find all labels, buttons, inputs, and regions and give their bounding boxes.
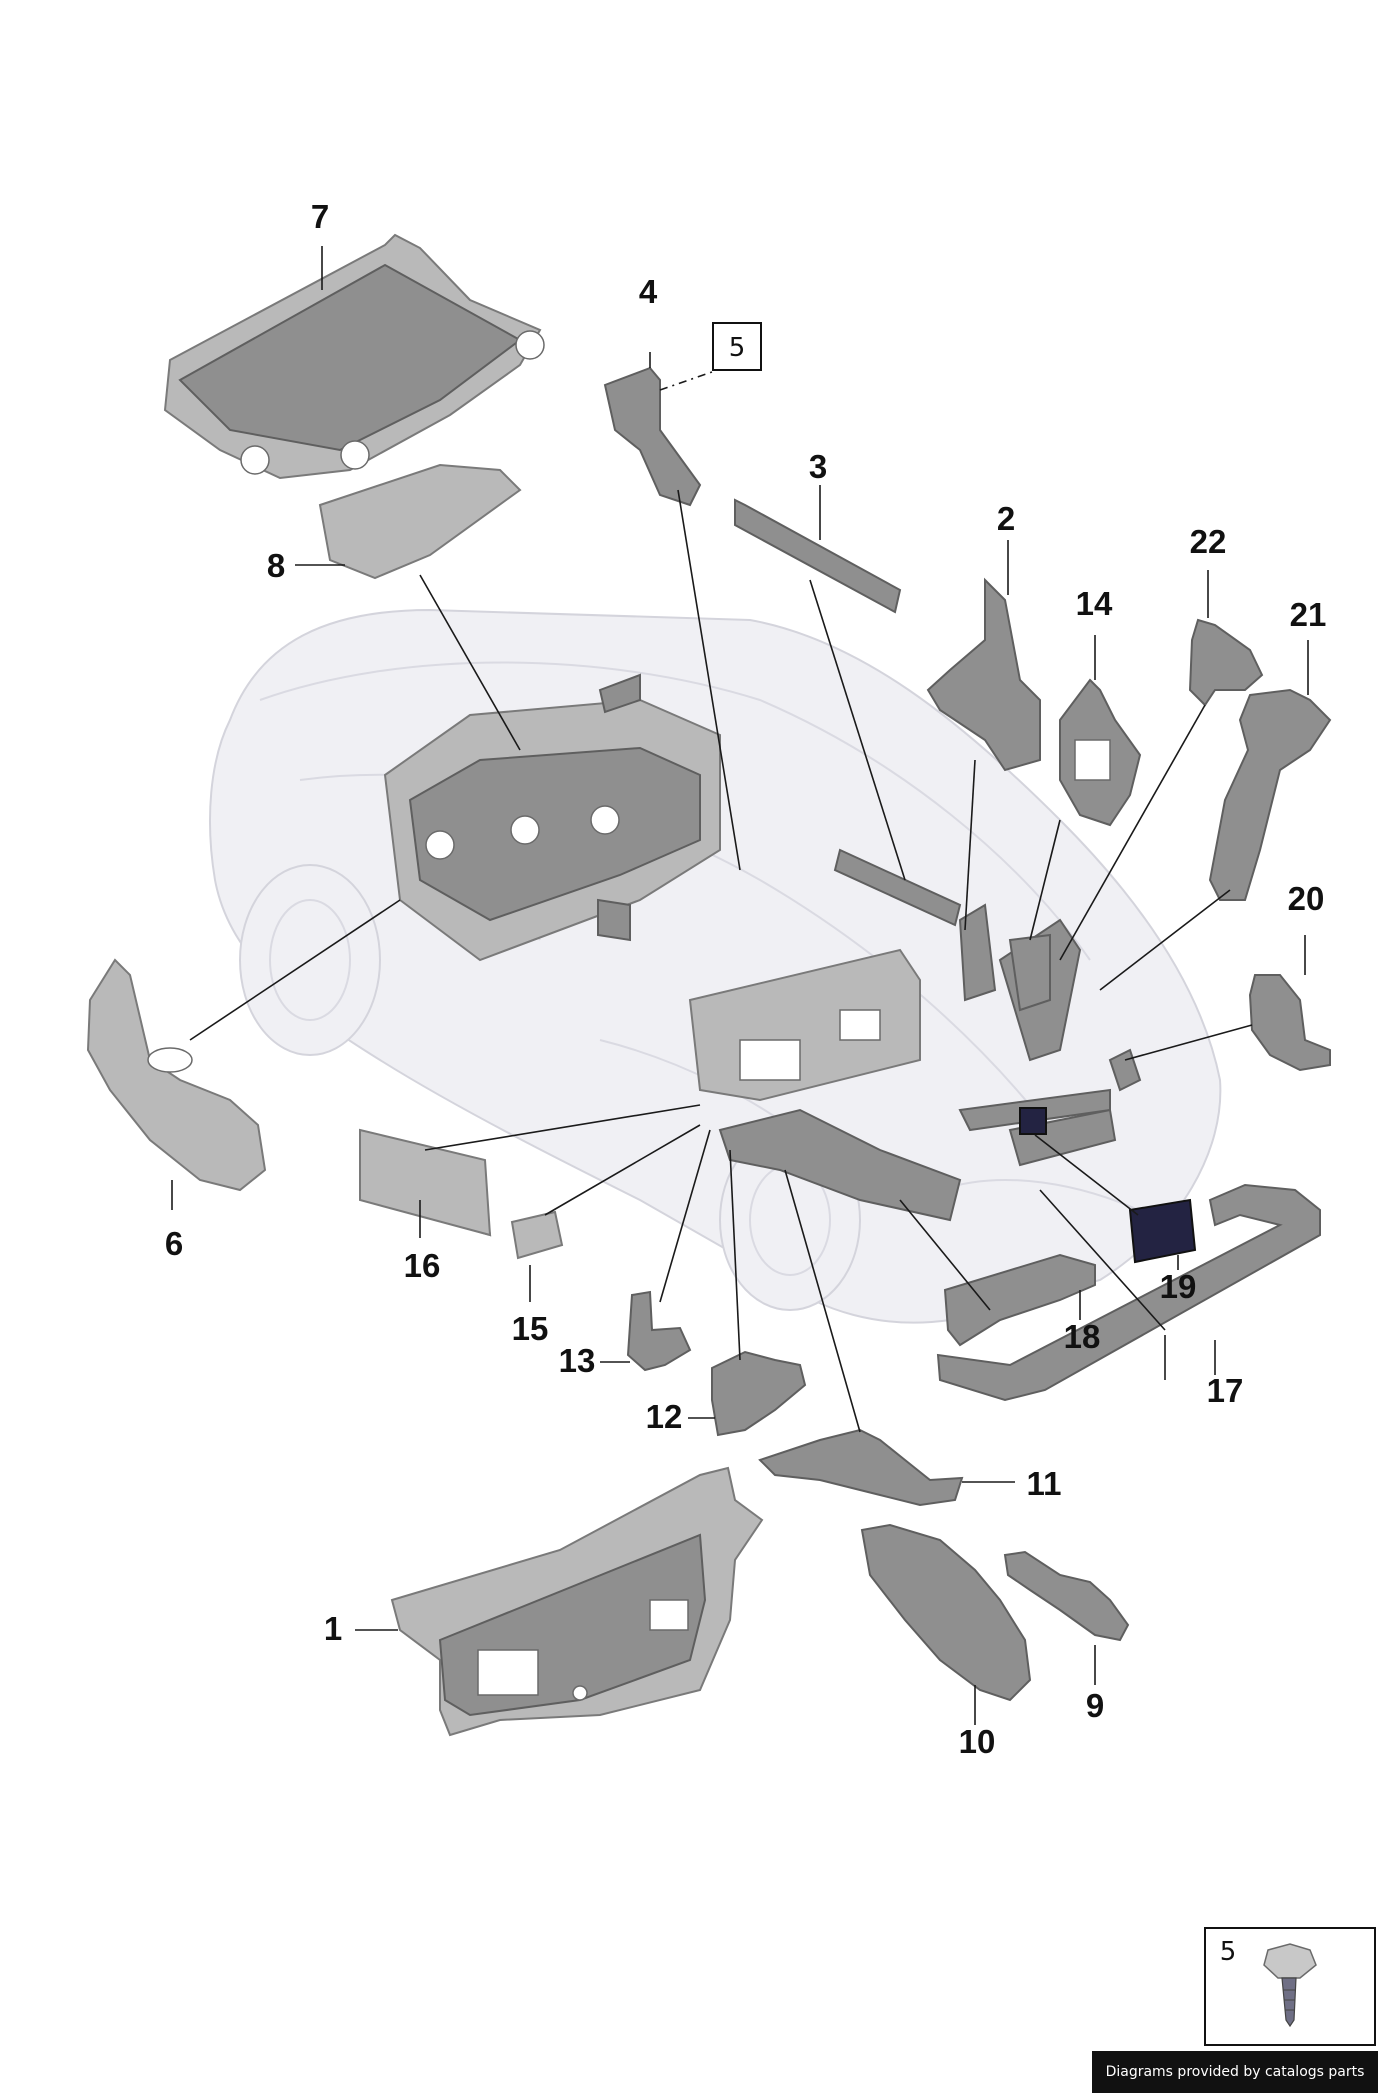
part-12 (711, 1350, 807, 1437)
part-19 (1128, 1198, 1197, 1264)
callout-19: 19 (1160, 1268, 1197, 1305)
mounted-parts (383, 673, 1142, 1222)
callout-12: 12 (646, 1398, 683, 1435)
callout-6: 6 (165, 1225, 183, 1262)
part-6 (86, 958, 267, 1192)
part-13 (626, 1290, 692, 1372)
callout-7: 7 (311, 198, 329, 235)
callout-13: 13 (559, 1342, 596, 1379)
leader-lines (171, 246, 1309, 1725)
callout-labels: 1 2 3 4 6 7 8 9 10 11 12 13 14 15 16 17 … (165, 198, 1327, 1760)
callout-10: 10 (959, 1723, 996, 1760)
part-8 (318, 463, 522, 580)
part-10 (860, 1523, 1032, 1702)
exploded-parts (86, 233, 1332, 1737)
inset-label: 5 (1220, 1937, 1237, 1967)
callout-9: 9 (1086, 1687, 1104, 1724)
part-15 (510, 1210, 564, 1260)
clip-fastener-icon (1263, 1943, 1317, 2028)
part-9 (1003, 1550, 1130, 1642)
callout-2: 2 (997, 500, 1015, 537)
callout-20: 20 (1288, 880, 1325, 917)
part-3 (734, 498, 902, 614)
part-4 (603, 366, 702, 507)
callout-11: 11 (1027, 1465, 1062, 1502)
callout-14: 14 (1076, 585, 1113, 622)
callout-8: 8 (267, 547, 285, 584)
part-21 (1208, 688, 1332, 901)
callout-21: 21 (1290, 596, 1327, 633)
callout-22: 22 (1190, 523, 1227, 560)
boxed-callout-frame (712, 322, 762, 371)
callout-15: 15 (512, 1310, 549, 1347)
callout-3: 3 (809, 448, 827, 485)
part-22 (1188, 618, 1264, 707)
callout-17: 17 (1207, 1372, 1244, 1409)
callout-16: 16 (404, 1247, 441, 1284)
part-2 (926, 577, 1041, 772)
boxed-callout-5: 5 (729, 333, 746, 363)
part-17 (936, 1183, 1321, 1402)
callout-4: 4 (639, 273, 658, 310)
part-11 (758, 1428, 964, 1507)
callout-18: 18 (1064, 1318, 1101, 1355)
attribution-footer: Diagrams provided by catalogs parts (1092, 2051, 1378, 2093)
inset-part-5: 5 (1204, 1927, 1376, 2046)
part-18 (943, 1253, 1096, 1347)
callout-1: 1 (324, 1610, 342, 1647)
part-20 (1248, 974, 1331, 1072)
